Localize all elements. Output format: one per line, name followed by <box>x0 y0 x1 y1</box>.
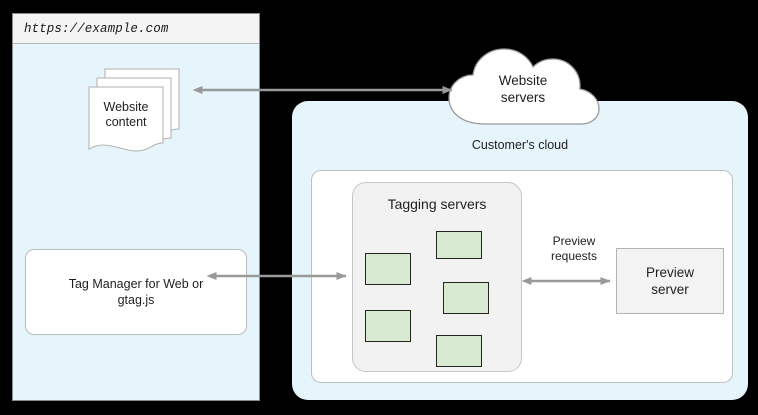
website-servers-line2: servers <box>500 90 546 105</box>
website-servers-line1: Website <box>498 73 548 88</box>
browser-url-text: https://example.com <box>24 21 169 36</box>
website-content-label: Website content <box>85 100 167 130</box>
tag-manager-box: Tag Manager for Web or gtag.js <box>25 249 247 335</box>
tagging-server-2 <box>365 310 411 342</box>
website-content-line2: content <box>105 115 147 129</box>
customer-cloud-label: Customer's cloud <box>471 138 569 152</box>
tagging-server-3 <box>436 231 482 259</box>
tagging-server-5 <box>436 335 482 367</box>
website-servers-cloud-icon <box>443 46 603 126</box>
preview-server-box: Preview server <box>616 248 724 314</box>
tagging-servers-title: Tagging servers <box>387 196 487 212</box>
preview-requests-line2: requests <box>550 249 598 263</box>
preview-requests-label: Preview requests <box>525 234 623 264</box>
tag-manager-label: Tag Manager for Web or gtag.js <box>59 276 214 308</box>
website-content-document-icon <box>85 67 185 159</box>
website-servers-label: Website servers <box>443 72 603 106</box>
preview-server-label-line2: server <box>651 282 689 297</box>
tagging-server-4 <box>443 282 489 314</box>
tagging-server-1 <box>365 253 411 285</box>
preview-requests-line1: Preview <box>552 234 596 248</box>
tag-manager-line2: gtag.js <box>117 293 155 307</box>
preview-server-label-line1: Preview <box>645 265 694 280</box>
browser-url-bar[interactable]: https://example.com <box>13 14 259 44</box>
website-content-line1: Website <box>103 100 149 114</box>
tag-manager-line1: Tag Manager for Web or <box>68 277 204 291</box>
preview-server-label: Preview server <box>646 264 694 298</box>
